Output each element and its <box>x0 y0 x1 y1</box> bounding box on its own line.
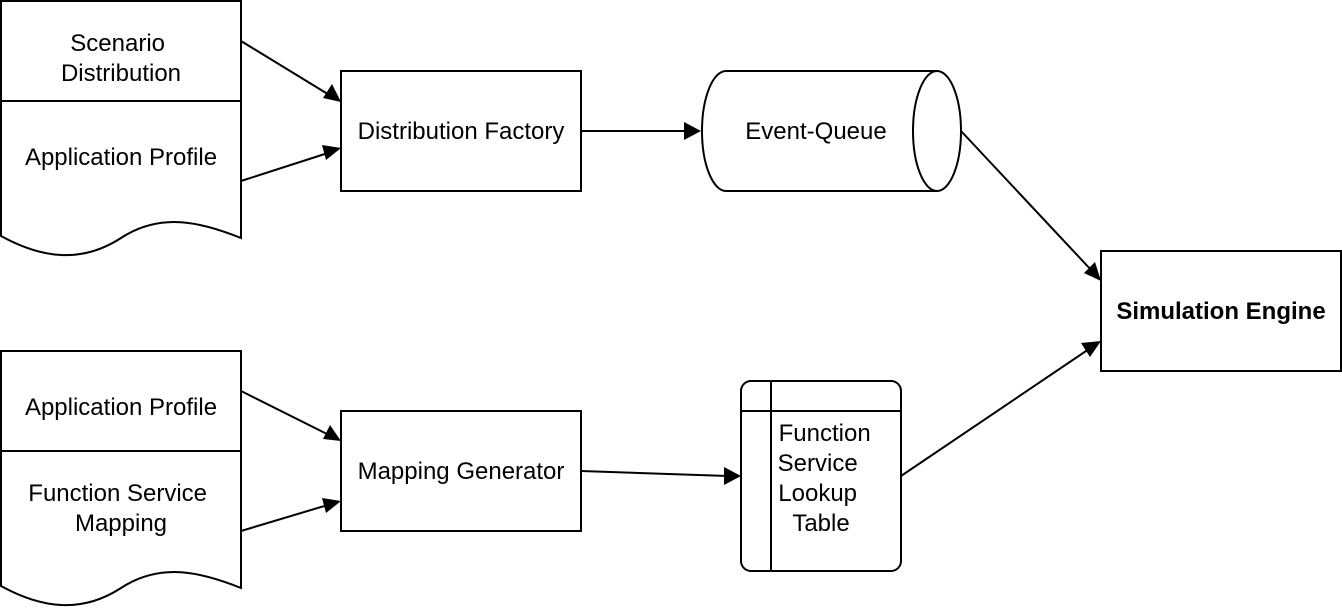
event-queue-front-rim <box>912 70 938 192</box>
edge-lookup-table-to-simulation-engine <box>900 346 1093 477</box>
edge-function-service-mapping-to-mapping-generator <box>240 503 332 532</box>
arrowhead-scenario-to-distribution-factory <box>323 84 341 102</box>
lookup-table-box <box>740 380 902 572</box>
lookup-table-line-3: Lookup <box>778 480 857 507</box>
function-service-mapping-line-2: Mapping <box>75 510 167 537</box>
lookup-table-node: Function Service Lookup Table <box>740 380 902 572</box>
application-profile-top-label: Application Profile <box>25 144 217 171</box>
document-bottom: Application Profile Function Service Map… <box>0 350 242 606</box>
distribution-factory-node: Distribution Factory <box>340 70 582 192</box>
edge-mapping-generator-to-lookup-table <box>580 470 729 477</box>
arrowhead-event-queue-to-simulation-engine <box>1084 262 1101 281</box>
document-top: Scenario Distribution Application Profil… <box>0 0 242 256</box>
edge-app-profile-top-to-distribution-factory <box>240 151 332 182</box>
edge-scenario-to-distribution-factory <box>240 40 332 97</box>
edge-event-queue-to-simulation-engine <box>960 130 1094 273</box>
arrowhead-function-service-mapping-to-mapping-generator <box>322 498 341 513</box>
lookup-table-line-1: Function <box>779 420 871 447</box>
arrowhead-app-profile-bottom-to-mapping-generator <box>323 425 341 441</box>
lookup-table-line-4: Table <box>792 510 849 537</box>
arrowhead-mapping-generator-to-lookup-table <box>724 467 741 485</box>
lookup-table-label: Function Service Lookup Table <box>778 420 878 537</box>
simulation-engine-box <box>1100 250 1342 372</box>
lookup-table-line-2: Service <box>778 450 858 477</box>
arrowhead-distribution-factory-to-event-queue <box>684 122 701 140</box>
arrowhead-lookup-table-to-simulation-engine <box>1081 341 1101 357</box>
function-service-mapping-label: Function Service Mapping <box>28 480 213 537</box>
application-profile-bottom-label: Application Profile <box>25 394 217 421</box>
arrowhead-app-profile-top-to-distribution-factory <box>322 145 341 160</box>
scenario-distribution-line-1: Scenario <box>70 30 165 57</box>
scenario-distribution-line-2: Distribution <box>61 60 181 87</box>
function-service-mapping-line-1: Function Service <box>28 480 207 507</box>
event-queue-node: Event-Queue <box>701 70 962 192</box>
event-queue-label: Event-Queue <box>745 118 886 145</box>
document-top-shape <box>0 0 242 256</box>
mapping-generator-node: Mapping Generator <box>340 410 582 532</box>
document-bottom-shape <box>0 350 242 606</box>
simulation-engine-node: Simulation Engine <box>1100 250 1342 372</box>
distribution-factory-box <box>340 70 582 192</box>
distribution-factory-label: Distribution Factory <box>358 118 565 145</box>
mapping-generator-box <box>340 410 582 532</box>
mapping-generator-label: Mapping Generator <box>358 458 565 485</box>
simulation-engine-label: Simulation Engine <box>1116 298 1325 325</box>
edge-app-profile-bottom-to-mapping-generator <box>240 390 332 437</box>
scenario-distribution-label: Scenario Distribution <box>61 30 181 87</box>
edges-layer <box>240 40 1101 532</box>
